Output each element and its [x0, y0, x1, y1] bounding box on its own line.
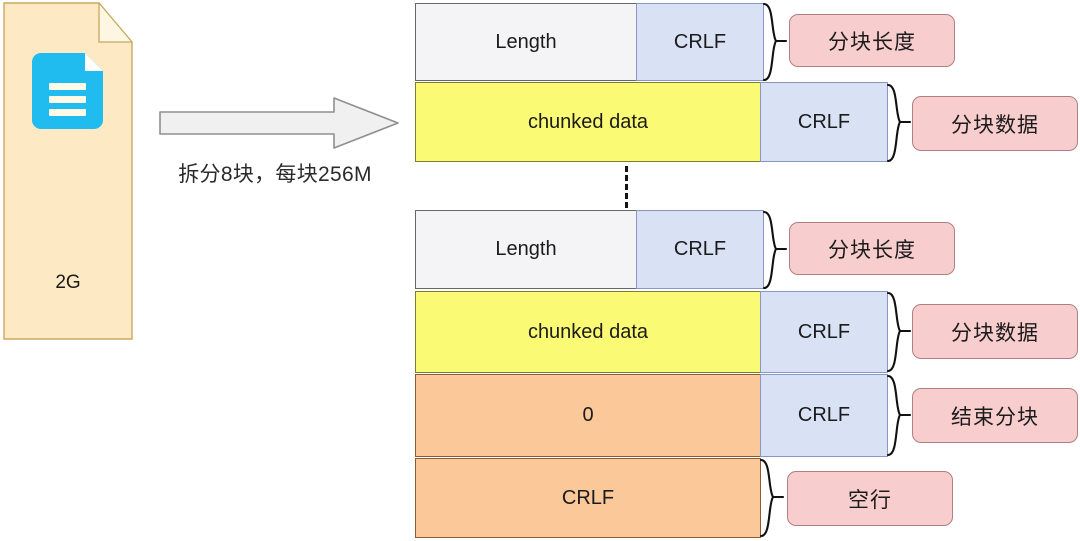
brace-chunk-data-1	[886, 83, 913, 163]
chunk-data-crlf-cell: CRLF	[760, 82, 888, 162]
terminator-zero-cell: 0	[415, 374, 761, 457]
brace-blank-line	[759, 458, 786, 538]
brace-chunk-data-2	[886, 291, 913, 373]
brace-chunk-length-2	[762, 210, 789, 290]
chunk-continuation-dashed-line	[625, 166, 628, 208]
brace-terminator	[886, 374, 913, 457]
tag-chunk-length-2: 分块长度	[789, 222, 955, 275]
terminator-crlf-cell: CRLF	[760, 374, 888, 457]
chunk-length-crlf-cell: CRLF	[636, 3, 764, 81]
brace-chunk-length-1	[762, 2, 789, 82]
chunk-length-crlf-cell: CRLF	[636, 210, 764, 289]
chunk-data-cell: chunked data	[415, 291, 761, 373]
document-file-icon	[32, 52, 104, 130]
tag-chunk-length-1: 分块长度	[789, 14, 955, 67]
split-arrow-caption: 拆分8块，每块256M	[178, 163, 372, 186]
chunk-length-cell: Length	[415, 210, 637, 289]
chunk-data-cell: chunked data	[415, 82, 761, 162]
split-arrow-icon	[158, 96, 400, 150]
tag-blank-line: 空行	[787, 471, 953, 526]
chunk-data-crlf-cell: CRLF	[760, 291, 888, 373]
chunk-length-cell: Length	[415, 3, 637, 81]
source-file-size-label: 2G	[55, 272, 81, 293]
tag-chunk-data-2: 分块数据	[912, 304, 1078, 359]
blank-line-cell: CRLF	[415, 458, 761, 538]
tag-chunk-data-1: 分块数据	[912, 96, 1078, 151]
tag-terminator: 结束分块	[912, 388, 1078, 443]
